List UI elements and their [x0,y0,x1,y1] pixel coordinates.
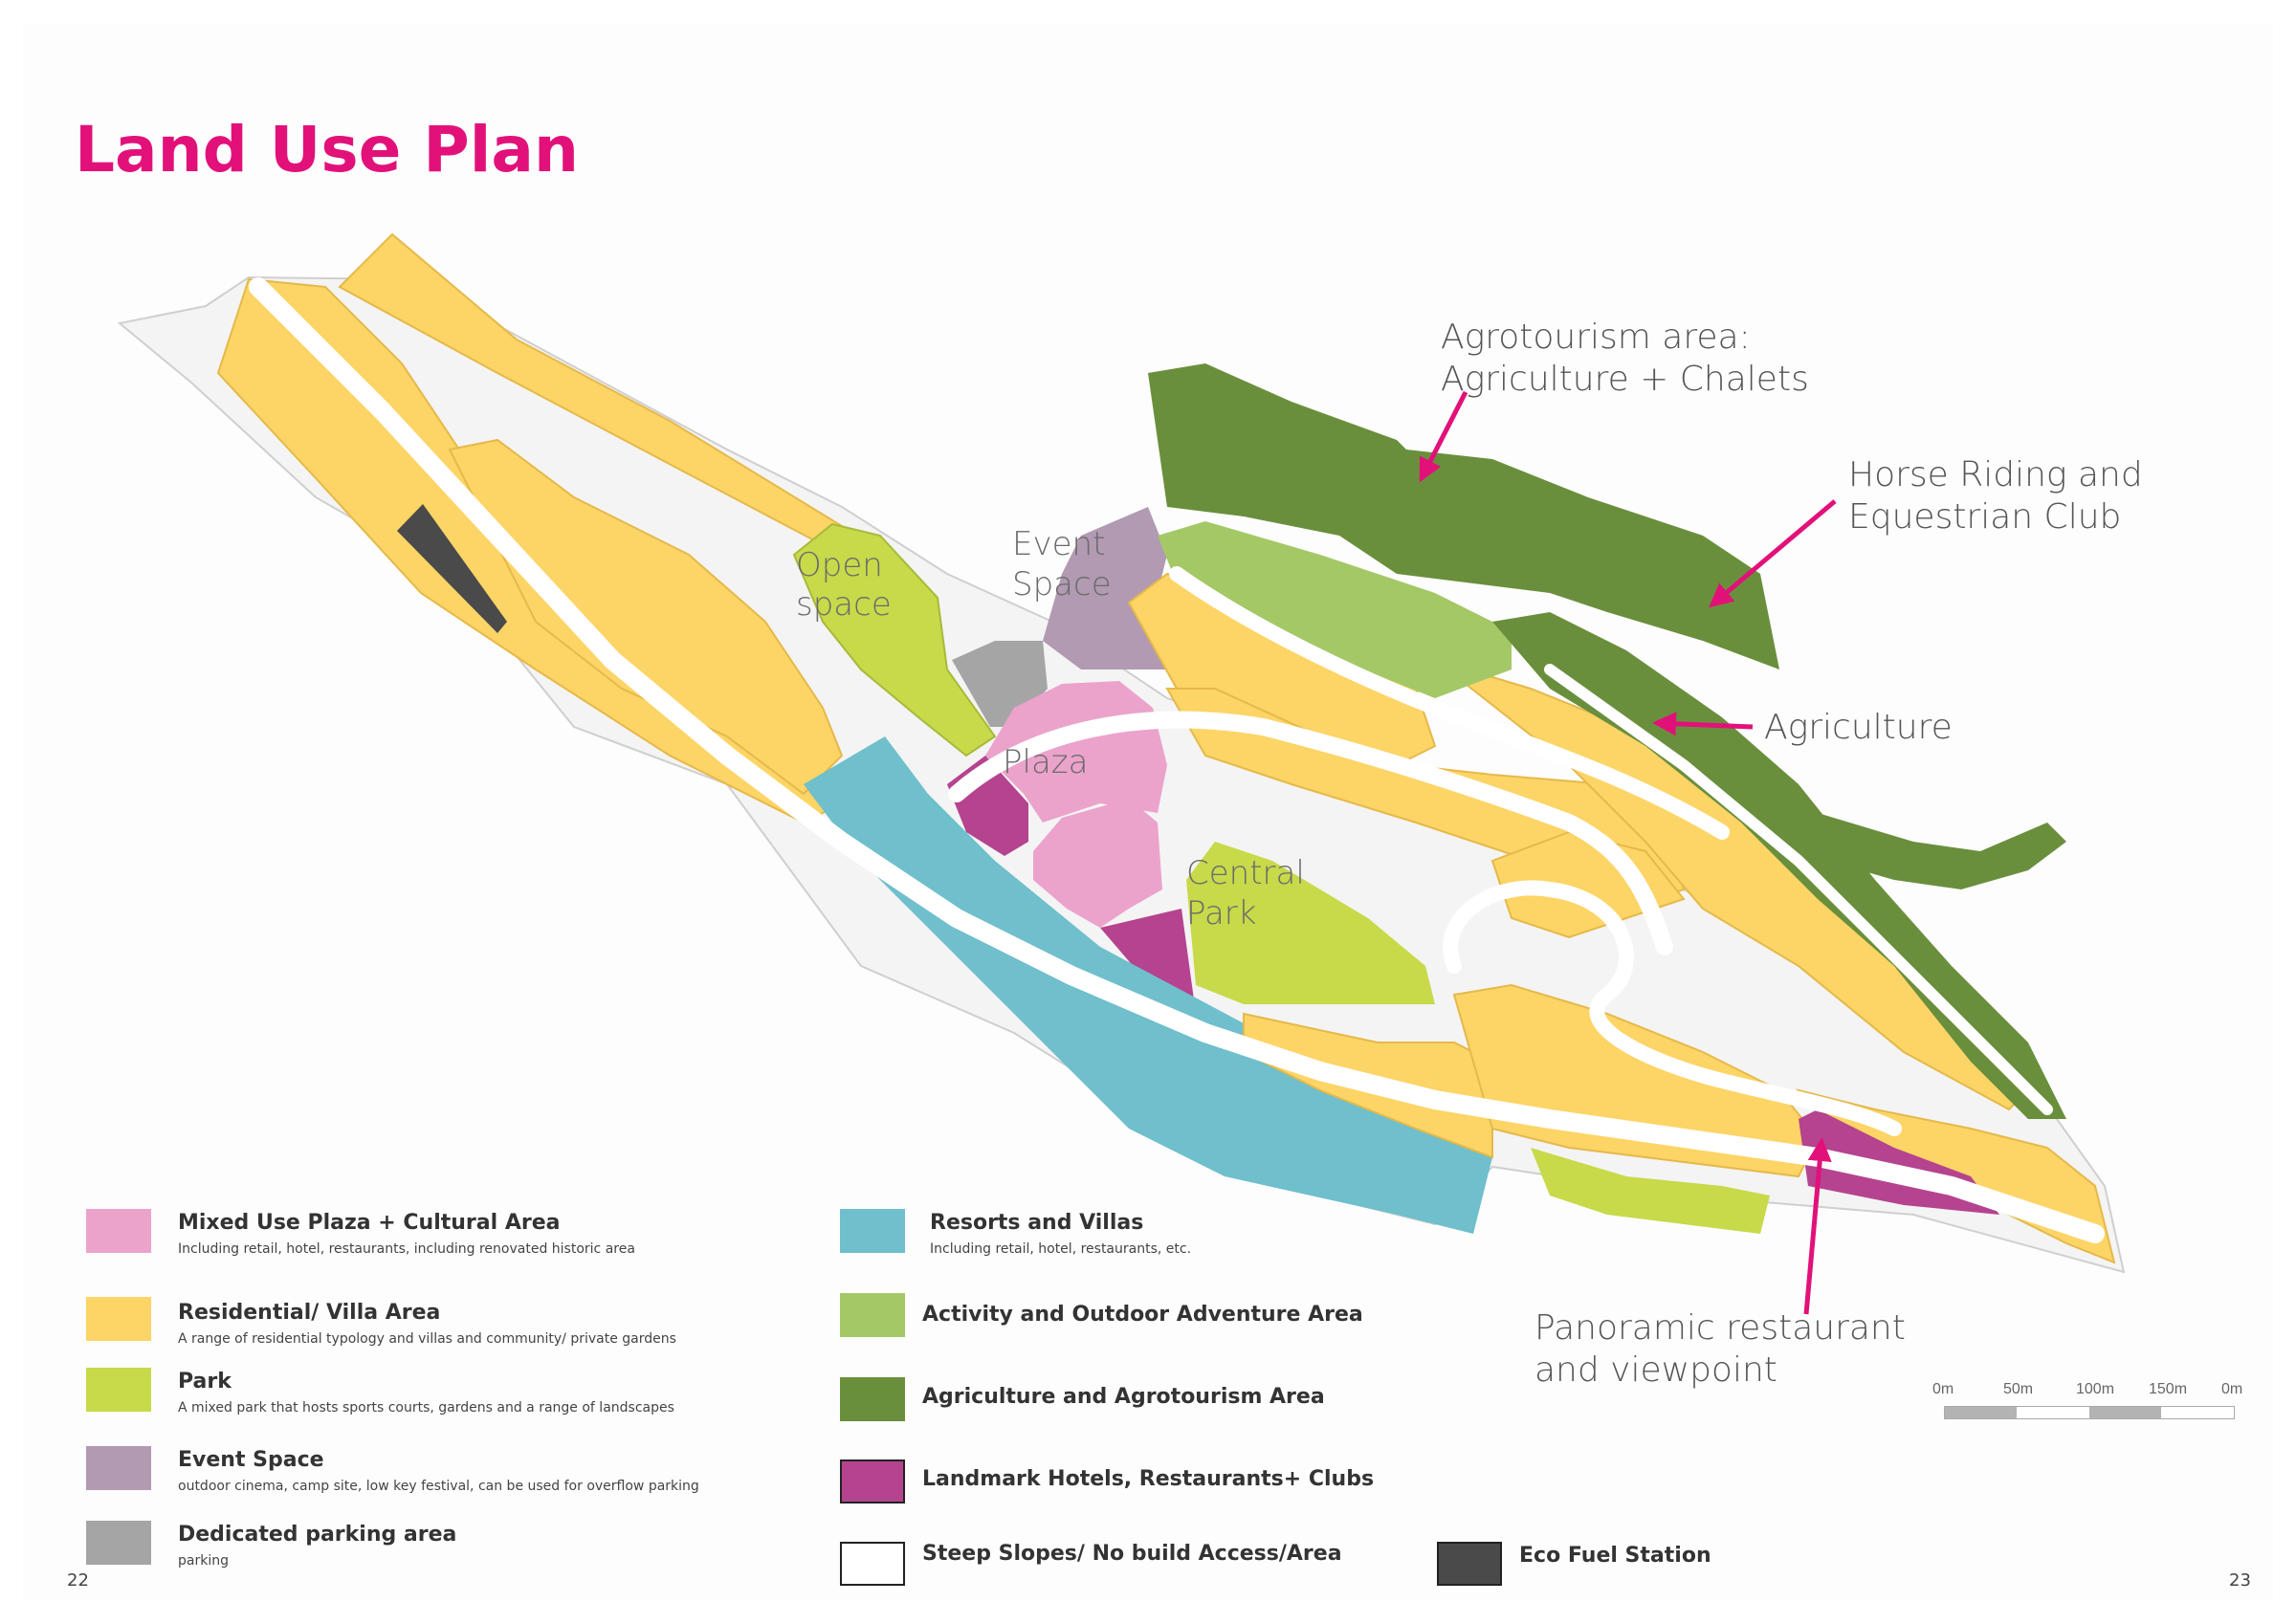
legend-parking-title: Dedicated parking area [178,1523,457,1547]
legend-mixed-use-sub: Including retail, hotel, restaurants, in… [178,1241,635,1257]
open-space-park [792,522,997,757]
arrow-agrotourism [1419,390,1468,483]
legend-agriculture-title: Agriculture and Agrotourism Area [922,1385,1325,1409]
ring-road [948,711,1673,955]
legend-event-space-title: Event Space [178,1448,324,1472]
label-panoramic-2: and viewpoint [1534,1350,1777,1390]
residential-nw-band [448,438,844,796]
eco-fuel-station-area [397,504,507,633]
label-plaza: Plaza [1003,743,1088,781]
label-agriculture: Agriculture [1764,708,1953,747]
legend-resorts-sub: Including retail, hotel, restaurants, et… [930,1241,1192,1257]
label-central-park-2: Park [1186,894,1256,933]
page-title: Land Use Plan [75,113,579,187]
activity-area [1158,521,1512,698]
swatch-residential [86,1297,151,1341]
legend-parking-sub: parking [178,1553,229,1569]
label-horse-riding: Horse Riding and [1848,455,2143,494]
arrow-agriculture [1652,712,1754,736]
scale-bar-track [1944,1406,2235,1419]
scale-label-0: 0m [1932,1381,1954,1397]
label-horse-riding-2: Equestrian Club [1848,497,2121,537]
arrow-panoramic [1803,1137,1832,1315]
label-agrotourism: Agrotourism area: [1441,318,1751,357]
loop-road [1443,880,1902,1136]
legend-residential-title: Residential/ Villa Area [178,1301,441,1325]
arrow-horse-riding [1709,499,1837,608]
plaza-area-south [1033,799,1162,928]
swatch-resorts [840,1209,905,1253]
label-event-space-2: Space [1012,565,1112,604]
swatch-steep [840,1542,905,1586]
page-number-left: 22 [67,1570,89,1591]
scale-label-50: 50m [2003,1381,2034,1397]
agriculture-north [1148,363,1435,574]
label-central-park: Central [1186,854,1305,892]
swatch-eco-fuel [1437,1542,1502,1586]
label-agrotourism-2: Agriculture + Chalets [1441,360,1809,399]
label-open-space-2: space [796,585,892,624]
page-number-right: 23 [2229,1570,2251,1591]
swatch-agriculture [840,1377,905,1421]
scale-label-100: 100m [2076,1381,2115,1397]
swatch-parking [86,1521,151,1565]
legend-park-title: Park [178,1370,232,1394]
label-open-space: Open [796,546,883,584]
scale-label-150: 150m [2149,1381,2188,1397]
swatch-event-space [86,1446,151,1490]
main-road [249,277,2105,1243]
scale-label-end: 0m [2221,1381,2243,1397]
swatch-park [86,1368,151,1412]
legend-activity-title: Activity and Outdoor Adventure Area [922,1303,1363,1327]
legend-resorts-title: Resorts and Villas [930,1211,1144,1235]
inner-road [1169,566,1730,840]
legend-eco-fuel-title: Eco Fuel Station [1519,1544,1711,1568]
label-event-space: Event [1012,525,1105,563]
scale-bar-segment-1 [1945,1407,2017,1418]
legend-park-sub: A mixed park that hosts sports courts, g… [178,1400,674,1416]
legend-residential-sub: A range of residential typology and vill… [178,1331,676,1347]
legend-landmark-title: Landmark Hotels, Restaurants+ Clubs [922,1467,1375,1491]
legend-event-space-sub: outdoor cinema, camp site, low key festi… [178,1479,699,1494]
legend-steep-title: Steep Slopes/ No build Access/Area [922,1542,1342,1566]
swatch-mixed-use [86,1209,151,1253]
swatch-landmark [840,1459,905,1503]
resorts-area [804,736,1492,1234]
agriculture-east-spur [1818,813,2066,889]
east-road [1544,664,2053,1115]
legend-mixed-use-title: Mixed Use Plaza + Cultural Area [178,1211,561,1235]
agriculture-equestrian [1397,450,1779,669]
park-south [1531,1148,1770,1234]
label-panoramic: Panoramic restaurant [1534,1308,1906,1348]
swatch-activity [840,1293,905,1337]
scale-bar-segment-3 [2089,1407,2161,1418]
central-park-area [1186,842,1435,1004]
